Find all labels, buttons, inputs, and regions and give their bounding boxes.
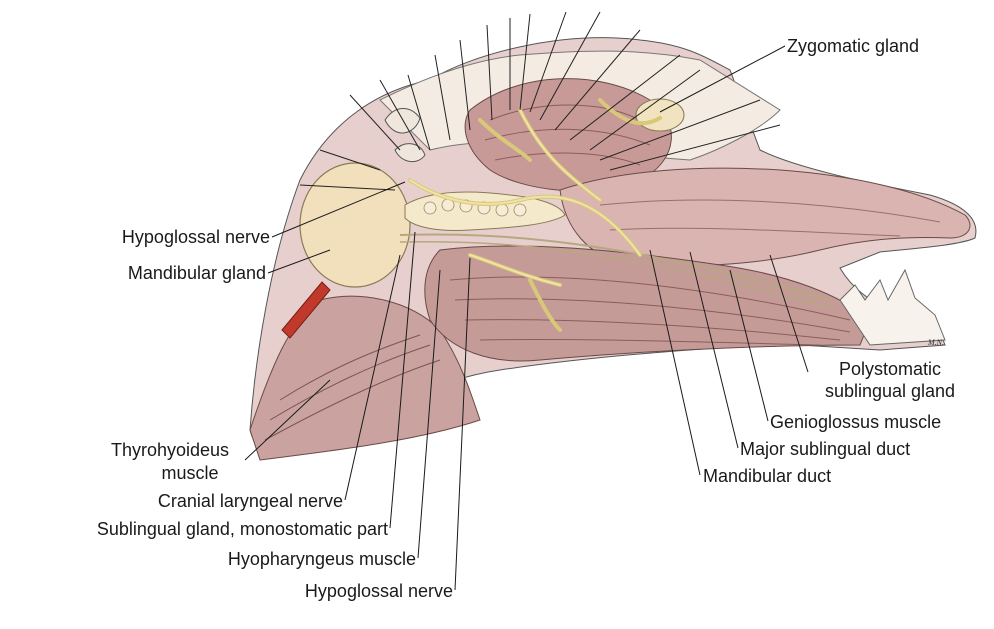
label-zygomatic-gland: Zygomatic gland xyxy=(787,36,920,56)
label-sublingual-monostomatic: Sublingual gland, monostomatic part xyxy=(96,519,388,539)
label-polystomatic-line2: sublingual gland xyxy=(824,381,956,401)
zygomatic-gland-shape xyxy=(635,98,685,132)
blood-vessel xyxy=(281,281,331,339)
artist-initials: M.N. xyxy=(928,338,944,347)
label-cranial-laryngeal-nerve: Cranial laryngeal nerve xyxy=(157,491,343,511)
label-hyopharyngeus-muscle: Hyopharyngeus muscle xyxy=(227,549,416,569)
label-mandibular-duct: Mandibular duct xyxy=(703,466,832,486)
label-major-sublingual-duct: Major sublingual duct xyxy=(740,439,911,459)
major-sublingual-duct-line xyxy=(399,240,831,309)
retraction-lines xyxy=(299,11,781,191)
label-polystomatic-line1: Polystomatic xyxy=(838,359,942,379)
label-hypoglossal-nerve-upper: Hypoglossal nerve xyxy=(121,227,270,247)
mandibular-duct-line xyxy=(399,233,831,301)
label-hypoglossal-nerve-lower: Hypoglossal nerve xyxy=(304,581,453,601)
label-thyrohyoideus-line2: muscle xyxy=(161,463,219,483)
leader-lines xyxy=(244,45,809,591)
label-genioglossus-muscle: Genioglossus muscle xyxy=(770,412,942,432)
mandibular-gland-shape xyxy=(299,162,411,288)
teeth xyxy=(839,268,946,346)
label-thyrohyoideus-line1: Thyrohyoideus xyxy=(110,440,230,460)
label-mandibular-gland: Mandibular gland xyxy=(127,263,266,283)
